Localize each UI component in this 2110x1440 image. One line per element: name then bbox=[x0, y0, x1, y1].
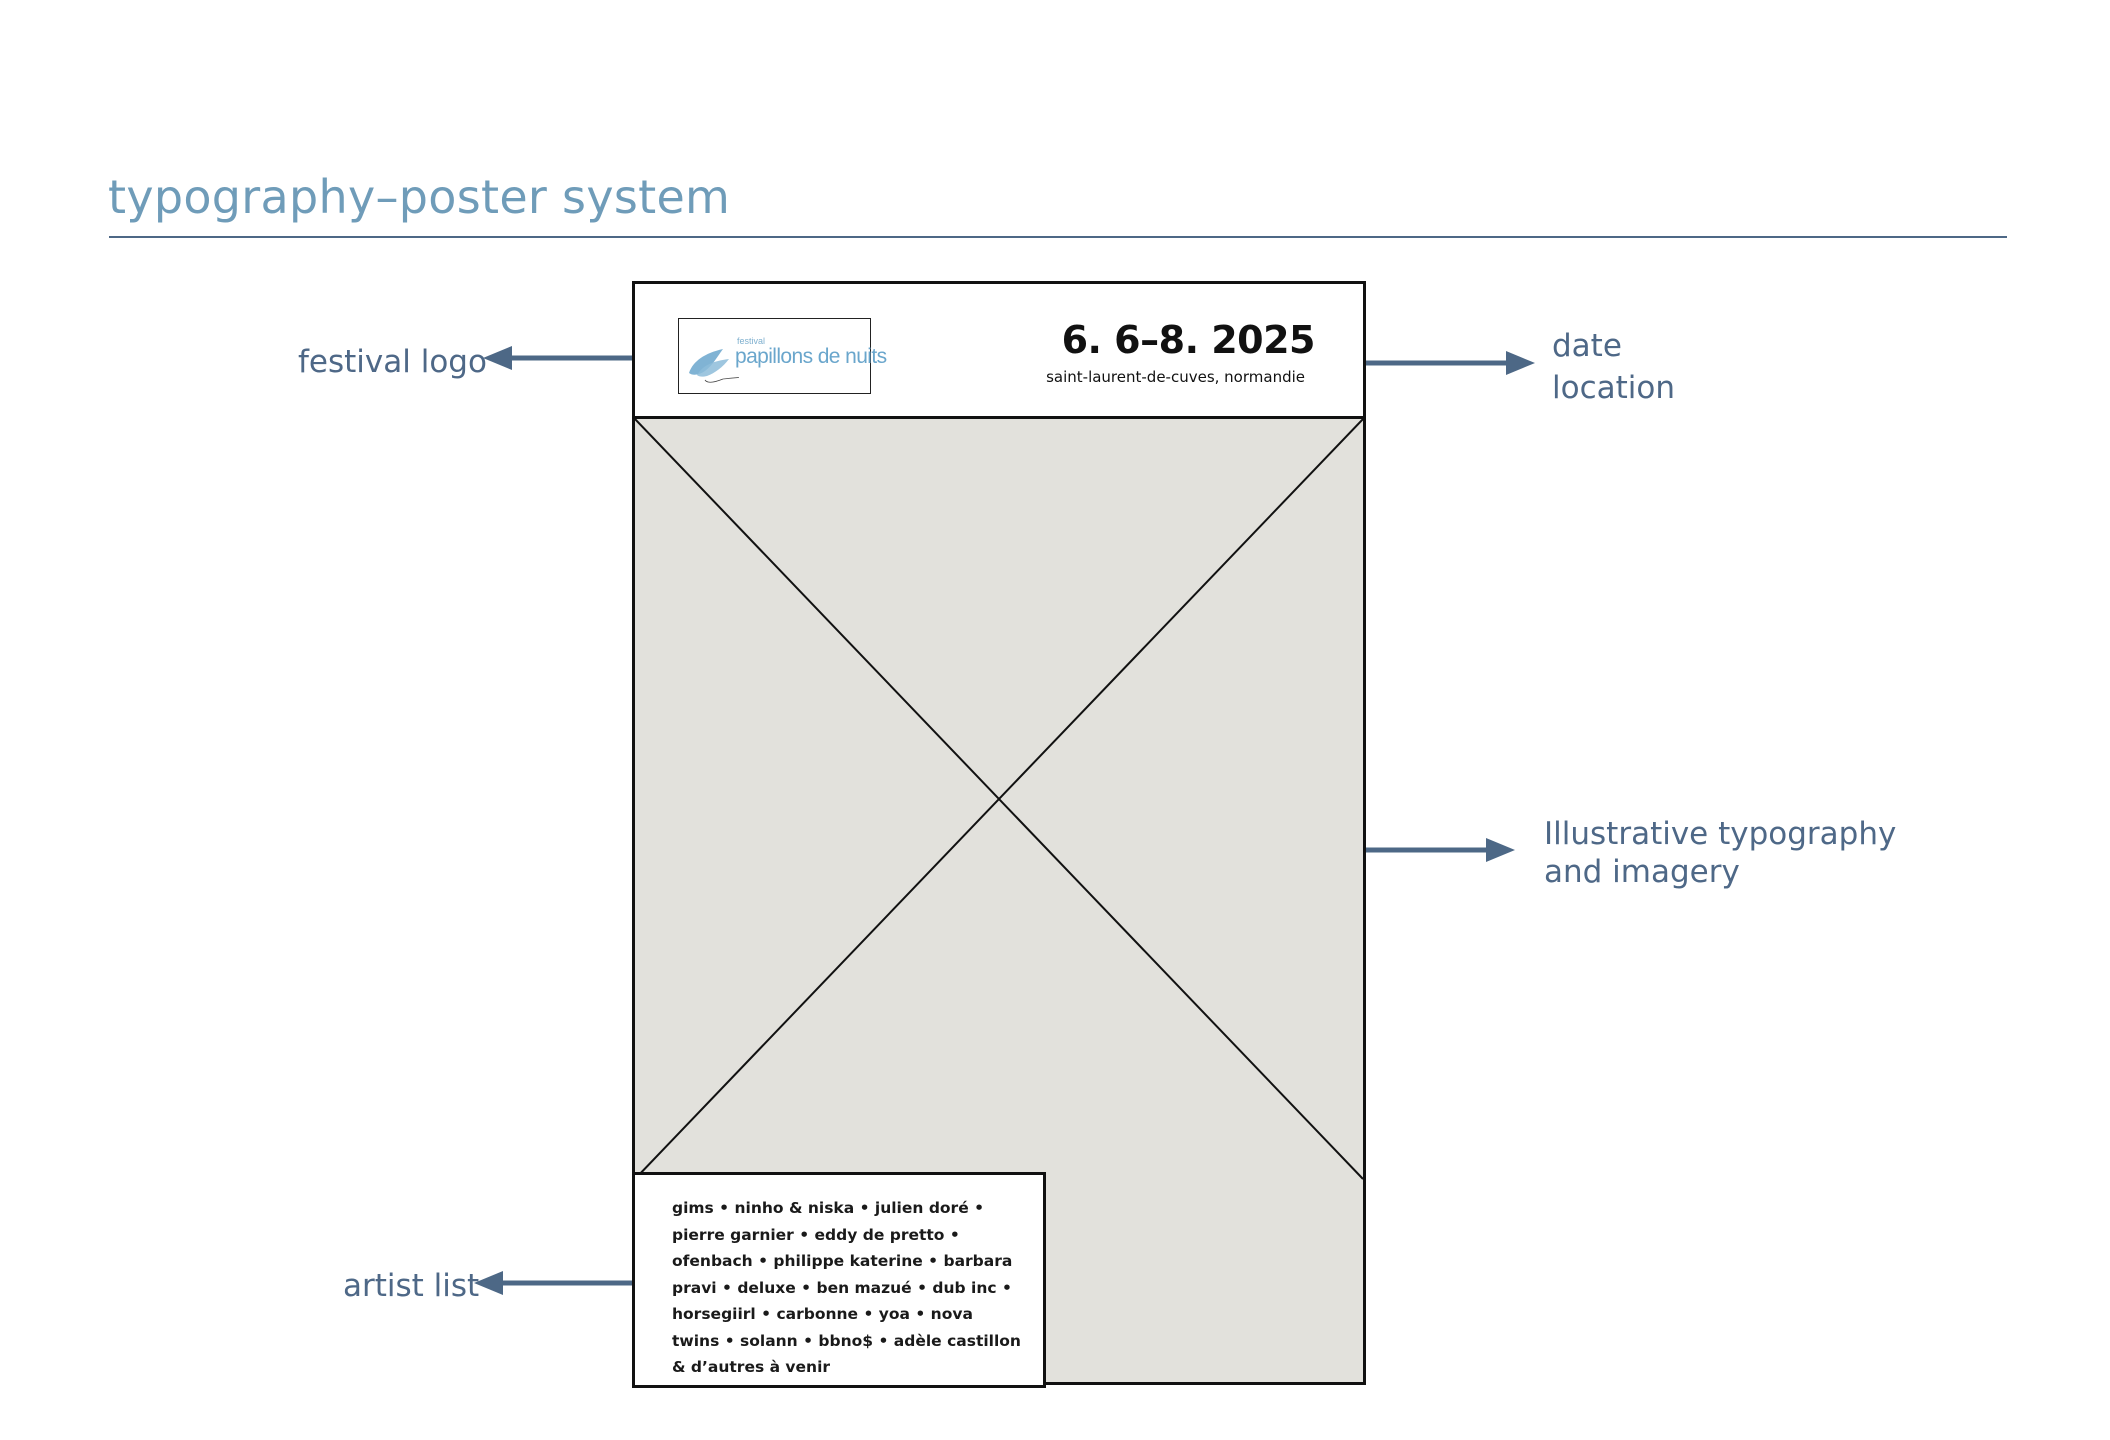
butterfly-icon bbox=[689, 349, 739, 383]
annotation-festival-logo: festival logo bbox=[298, 344, 487, 380]
page-title: typography–poster system bbox=[108, 170, 731, 224]
festival-logo: festival papillons de nuits bbox=[678, 318, 887, 394]
poster-date: 6. 6–8. 2025 bbox=[1061, 318, 1316, 362]
poster-location: saint-laurent-de-cuves, normandie bbox=[1046, 368, 1305, 386]
annotation-illustrative: Illustrative typography and imagery bbox=[1544, 816, 1897, 890]
image-placeholder bbox=[635, 419, 1363, 1180]
logo-main-text: papillons de nuits bbox=[735, 345, 887, 368]
artist-list-text: gims • ninho & niska • julien doré • pie… bbox=[672, 1199, 1021, 1376]
logo-small-text: festival bbox=[737, 336, 766, 346]
annotation-location: location bbox=[1552, 370, 1676, 406]
poster-header: festival papillons de nuits 6. 6–8. 2025… bbox=[635, 284, 1363, 419]
annotation-artist-list: artist list bbox=[343, 1268, 480, 1304]
annotation-date: date bbox=[1552, 328, 1622, 364]
artist-list-box: gims • ninho & niska • julien doré • pie… bbox=[632, 1172, 1046, 1388]
title-divider bbox=[109, 236, 2007, 238]
poster-wireframe: festival papillons de nuits 6. 6–8. 2025… bbox=[632, 281, 1366, 1388]
placeholder-diagonal-2 bbox=[635, 419, 1363, 1180]
annotation-date-location: date location bbox=[1552, 325, 1675, 409]
